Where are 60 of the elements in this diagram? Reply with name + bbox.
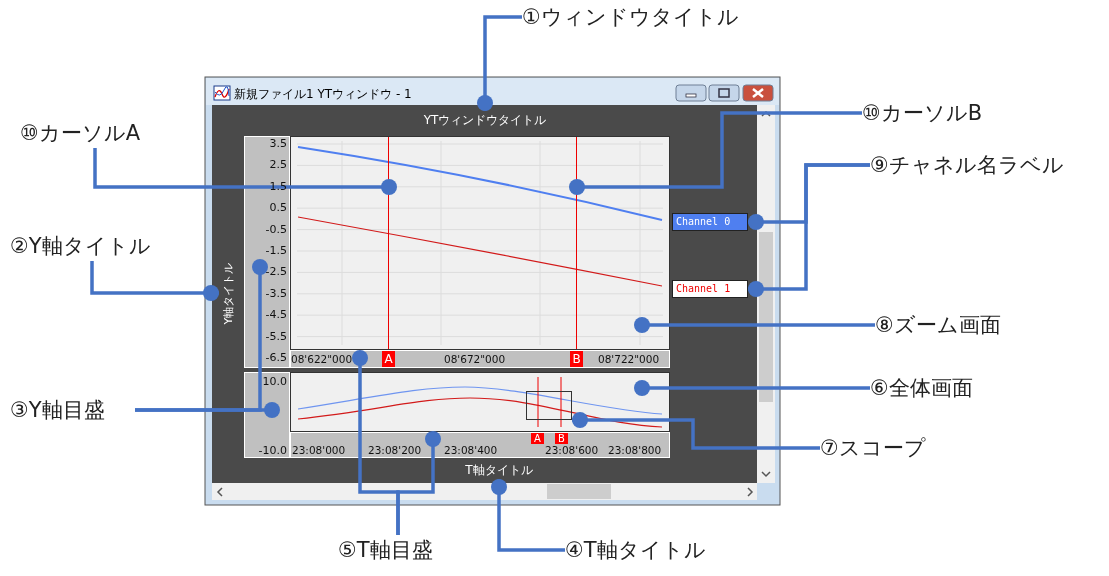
callout-label: ⑧ズーム画面 <box>875 310 1035 340</box>
callout-label: ③Y軸目盛 <box>10 395 135 425</box>
callout-label: ⑥全体画面 <box>870 373 1010 403</box>
tick-label: 08'722"000 <box>598 353 661 366</box>
axis-scale-strip <box>244 136 290 368</box>
overall-plot-area <box>290 372 670 432</box>
leader-line <box>90 261 219 301</box>
tick-label: -5.5 <box>264 329 287 343</box>
tick-label: 23:08'200 <box>368 444 423 457</box>
tick-label: 1.5 <box>268 179 287 193</box>
axis-scale-strip <box>290 350 670 368</box>
callout-label: ⑩カーソルA <box>20 118 170 148</box>
tick-label: -0.5 <box>264 222 287 236</box>
tick-label: -4.5 <box>264 308 287 322</box>
tick-label: -3.5 <box>264 286 287 300</box>
callout-label: ⑦スコープ <box>820 433 955 463</box>
callout-label: ②Y軸タイトル <box>10 231 185 261</box>
screen-title: T軸タイトル <box>459 462 539 479</box>
leader-line <box>477 15 522 111</box>
callout-label: ⑨チャネル名ラベル <box>870 150 1105 180</box>
leader-line <box>396 431 441 535</box>
tick-label: 23:08'400 <box>444 444 499 457</box>
tick-label: 2.5 <box>268 158 287 172</box>
callout-label: ⑤T軸目盛 <box>338 535 463 565</box>
tick-label: 23:08'600 <box>545 444 600 457</box>
tick-label: 23:08'000 <box>292 444 347 457</box>
tick-label: 08'672"000 <box>444 353 507 366</box>
leader-line <box>572 412 820 450</box>
leader-line <box>634 380 870 396</box>
leader-line <box>93 148 397 195</box>
cursor-line <box>576 137 577 349</box>
tick-label: 3.5 <box>268 137 287 150</box>
cursor-marker: B <box>570 351 583 367</box>
tick-label: 10.0 <box>261 375 287 388</box>
channel-label: Channel 0 <box>672 213 748 231</box>
callout-label: ①ウィンドウタイトル <box>522 2 772 32</box>
scope-rectangle <box>526 391 572 420</box>
tick-label: 0.5 <box>268 201 287 215</box>
leader-line <box>634 317 875 333</box>
tick-label: -6.5 <box>264 351 287 364</box>
channel-label: Channel 1 <box>672 280 748 298</box>
axis-scale-strip <box>290 432 670 458</box>
cursor-line <box>388 137 389 349</box>
tick-label: -2.5 <box>264 265 287 279</box>
tick-label: -1.5 <box>264 244 287 257</box>
callout-label: ④T軸タイトル <box>565 535 740 565</box>
axis-title: Y軸タイトル <box>219 250 236 336</box>
leader-line <box>569 111 862 195</box>
tick-label: -10.0 <box>257 444 287 457</box>
window-title: 新規ファイル1 YTウィンドウ - 1 <box>234 86 413 102</box>
screen-title: YTウィンドウタイトル <box>420 111 550 129</box>
leader-line <box>748 163 870 297</box>
cursor-marker: A <box>382 351 395 367</box>
tick-label: 23:08'800 <box>608 444 663 457</box>
cursor-marker: A <box>531 433 544 444</box>
cursor-marker: B <box>555 433 568 444</box>
leader-line <box>491 479 565 552</box>
tick-label: 08'622"000 <box>291 353 353 366</box>
callout-label: ⑩カーソルB <box>862 98 1032 128</box>
leader-line <box>135 402 280 418</box>
